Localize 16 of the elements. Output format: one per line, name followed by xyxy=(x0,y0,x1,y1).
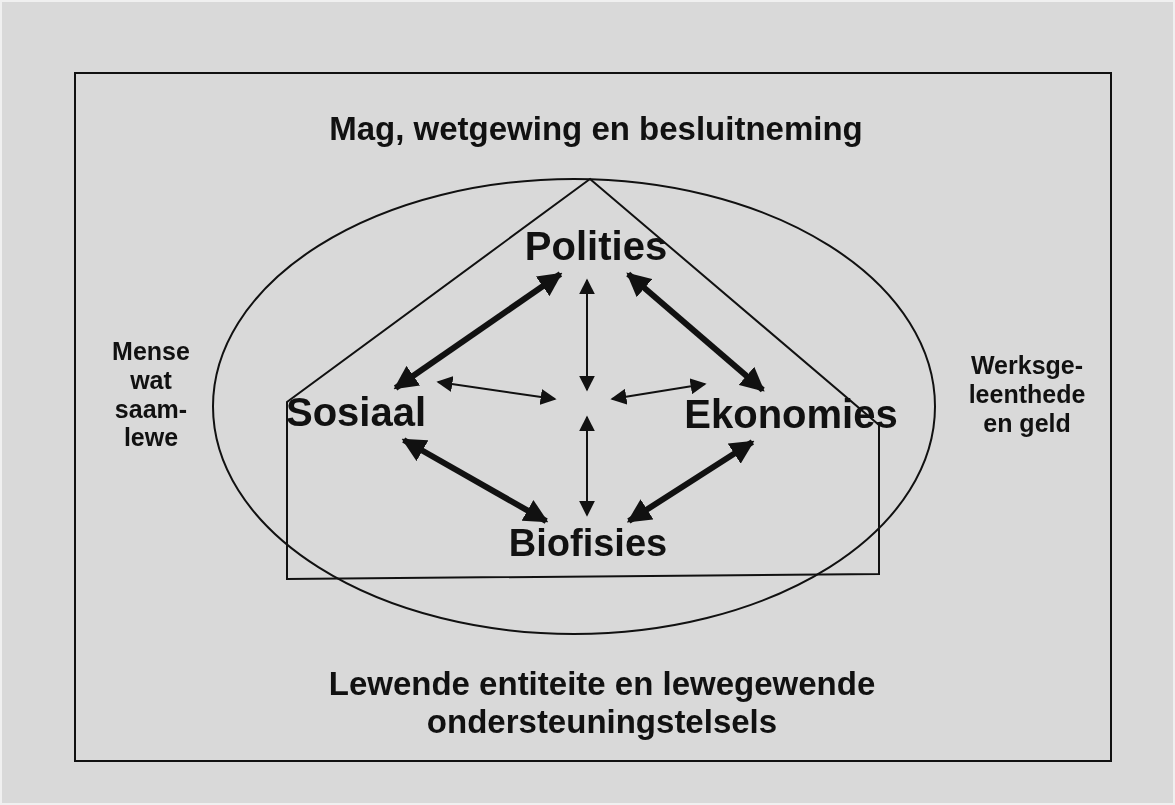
double-arrow xyxy=(401,437,549,524)
double-arrow xyxy=(393,271,563,391)
heading: Mag, wetgewing en besluitneming xyxy=(328,110,864,148)
double-arrow xyxy=(610,378,707,405)
side-note: Werksge-leenthede en geld xyxy=(967,350,1087,438)
double-arrow xyxy=(579,278,595,392)
double-arrow xyxy=(436,376,557,405)
double-arrow xyxy=(626,271,765,393)
node-label: Biofisies xyxy=(508,523,668,565)
double-arrow xyxy=(626,439,755,524)
footer-note: Lewende entiteite en lewegewende ondersteuningstelsels xyxy=(327,665,877,741)
node-label: Sosiaal xyxy=(285,390,427,434)
node-label: Polities xyxy=(524,224,668,268)
double-arrow xyxy=(579,415,595,517)
frame-box xyxy=(74,72,1112,762)
side-note: Mense wat saam-lewe xyxy=(111,336,191,452)
